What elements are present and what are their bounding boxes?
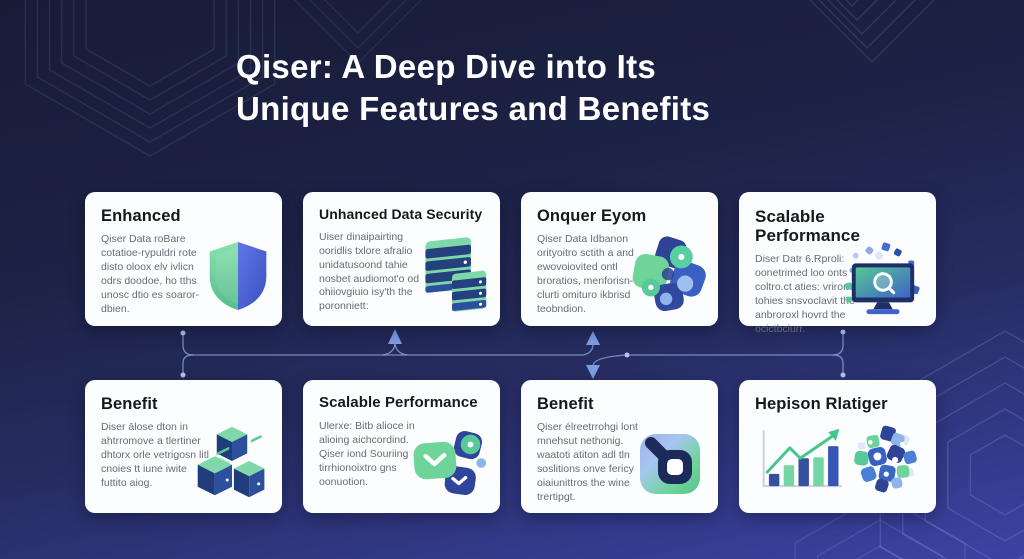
growth-bars (768, 446, 839, 487)
connector-up-stem-1a (382, 341, 396, 356)
connector-up-stem-2 (582, 343, 594, 356)
card-title: Scalable Performance (755, 207, 861, 246)
card-title: Benefit (101, 395, 158, 413)
card-body: Uiser dinaipairting ooridlis txlore afra… (319, 230, 420, 313)
connector-down-stem-2 (592, 354, 628, 367)
page-title-line2: Unique Features and Benefits (236, 90, 711, 127)
blob-cluster-icon (632, 236, 706, 312)
card-body: Diser Datr 6.Rproli: oonetrimed loo onts… (755, 253, 855, 335)
card-body: Qiser Data Idbanon orityoitro sctith a a… (537, 233, 634, 316)
app-badge-icon (640, 434, 700, 494)
connector-dot (624, 352, 630, 358)
card-benefit-2: Benefit Qiser élreetrrohgi lont mnehsut … (521, 380, 718, 513)
chevron-pattern-top-right (808, 0, 936, 64)
card-title: Scalable Performance (319, 394, 478, 411)
geometric-cluster-icon (854, 426, 918, 493)
page-title-line1: Qiser: A Deep Dive into Its (236, 48, 657, 85)
card-title: Benefit (537, 395, 594, 413)
arrow-up-icon (586, 331, 600, 345)
growth-chart-icon (762, 429, 842, 488)
page-title: Qiser: A Deep Dive into Its Unique Featu… (236, 46, 710, 130)
card-hepison-rlatiger: Hepison Rlatiger (739, 380, 936, 513)
card-scalable-performance-top: Scalable Performance Diser Datr 6.Rproli… (739, 192, 936, 335)
card-title: Unhanced Data Security (319, 206, 483, 222)
arrow-down-icon (586, 365, 600, 379)
connector-dot (180, 330, 186, 336)
arrow-up-icon (388, 329, 402, 344)
connector-dot (840, 372, 846, 378)
card-title: Hepison Rlatiger (755, 395, 888, 413)
shield-icon (209, 242, 267, 310)
connector-dot (180, 372, 186, 378)
card-title: Enhanced (101, 207, 181, 225)
connector-left-top-curve (182, 334, 194, 356)
server-boxes-icon (197, 426, 265, 498)
card-scalable-performance-bottom: Scalable Performance Ulerxe: Bitb alioce… (303, 380, 500, 513)
card-body: Diser ālose dton in ahtrromove a tlertin… (101, 421, 209, 490)
card-body: Qiser élreetrrohgi lont mnehsut nethonig… (537, 421, 638, 504)
connector-left-bottom-curve (182, 354, 194, 374)
check-blobs-icon (413, 430, 487, 496)
monitor-search-icon (844, 242, 920, 315)
card-icons-row (755, 421, 922, 499)
card-body: Ulerxe: Bitb alioce in alioing aichcordi… (319, 419, 415, 488)
database-stack-icon (425, 237, 487, 312)
card-title: Onquer Eyom (537, 207, 647, 225)
card-unhanced-data-security: Unhanced Data Security Uiser dinaipairti… (303, 192, 500, 326)
card-enhanced: Enhanced Qiser Data roBare cotatioe-rypu… (85, 192, 282, 326)
card-benefit-1: Benefit Diser ālose dton in ahtrromove a… (85, 380, 282, 513)
card-onquer-eyom: Onquer Eyom Qiser Data Idbanon orityoitr… (521, 192, 718, 326)
connector-right-bottom-curve (832, 354, 844, 374)
card-body: Qiser Data roBare cotatioe-rypuldri rote… (101, 233, 200, 316)
connector-up-stem-1b (394, 341, 408, 356)
